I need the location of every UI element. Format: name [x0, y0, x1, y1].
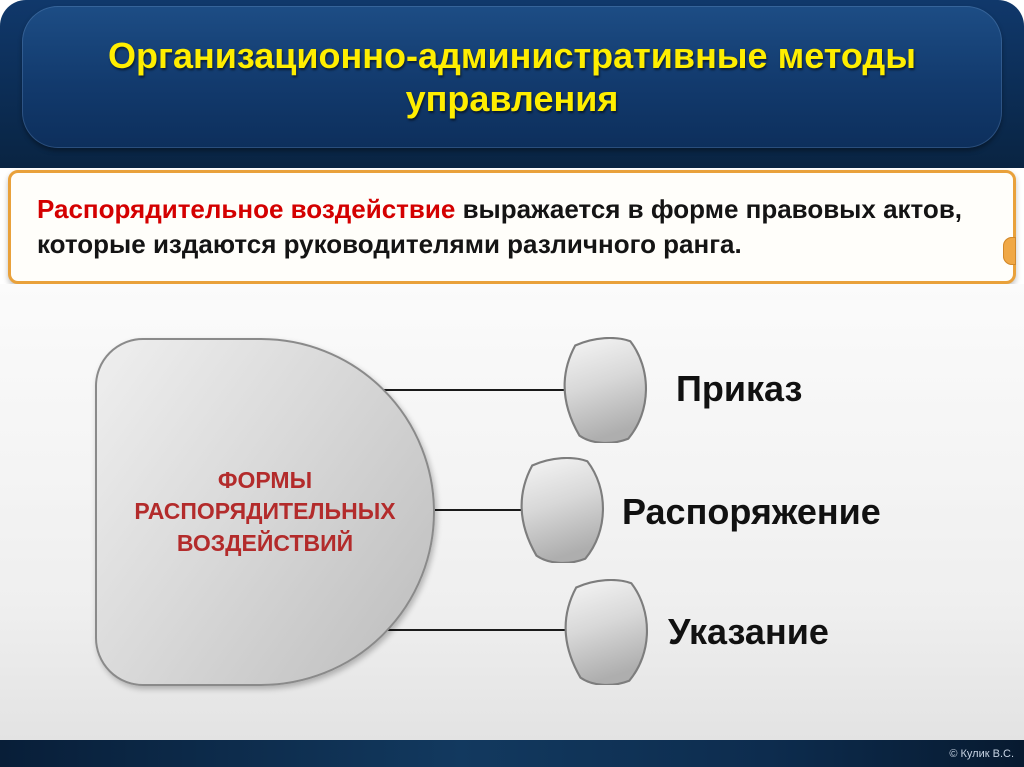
- hub-shape: ФОРМЫ РАСПОРЯДИТЕЛЬНЫХ ВОЗДЕЙСТВИЙ: [95, 338, 435, 686]
- connector-line-2: [400, 509, 550, 511]
- connector-line-3: [360, 629, 590, 631]
- curved-band-shape-1: [563, 337, 647, 443]
- item-label-ukazanie: Указание: [668, 611, 829, 652]
- title-banner: Организационно-административные методы у…: [22, 6, 1002, 148]
- item-label-rasporyazhenie: Распоряжение: [622, 491, 881, 532]
- footer-credit: © Кулик В.С.: [949, 747, 1014, 760]
- info-text: Распорядительное воздействие выражается …: [37, 192, 987, 262]
- curved-band-shape-2: [520, 457, 604, 563]
- hub-label: ФОРМЫ РАСПОРЯДИТЕЛЬНЫХ ВОЗДЕЙСТВИЙ: [134, 467, 396, 556]
- connector-line-1: [360, 389, 590, 391]
- info-body-text: выражается в форме правовых актов, котор…: [37, 193, 963, 259]
- slide-header: Организационно-административные методы у…: [0, 0, 1024, 168]
- slide-title: Организационно-административные методы у…: [107, 34, 917, 119]
- slide-footer: © Кулик В.С.: [0, 740, 1024, 767]
- item-label-prikaz: Приказ: [676, 368, 803, 409]
- info-box: Распорядительное воздействие выражается …: [8, 170, 1016, 284]
- info-highlight-text: Распорядительное воздействие: [37, 193, 456, 224]
- curved-band-shape-3: [564, 579, 648, 685]
- info-box-notch: [1003, 237, 1016, 265]
